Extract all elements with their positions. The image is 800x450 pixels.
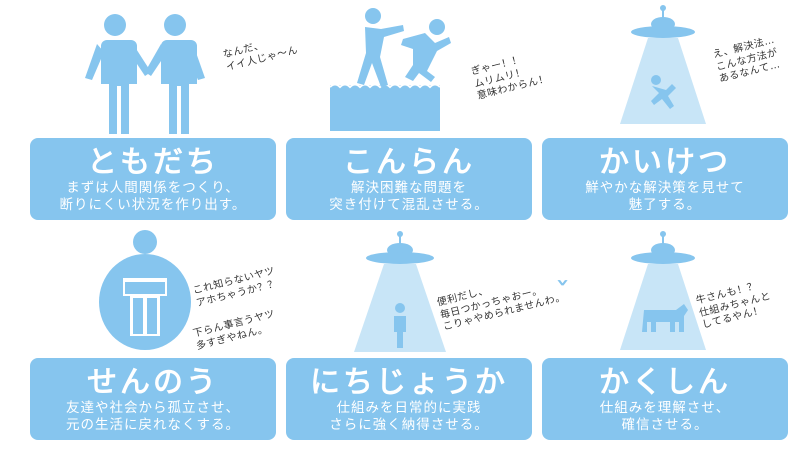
step-title: にちじょうか [310, 365, 508, 400]
ufo-cow-icon [620, 231, 706, 350]
speech-brainwash-2: 下らん事言うヤツ 多すぎやねん。 [192, 308, 277, 352]
step-routine: にちじょうか 仕組みを日常的に実践 さらに強く納得させる。 [286, 358, 532, 440]
speech-confusion: ぎゃー！！ ムリムリ！ 意味わからん！ [470, 54, 551, 102]
speech-routine: 便利だし、 毎日つかっちゃおー。 こりゃやめられませんわ。 [436, 284, 567, 333]
step-description: まずは人間関係をつくり、 断りにくい状況を作り出す。 [59, 180, 247, 213]
pushed-person-icon [329, 8, 451, 131]
step-conviction: かくしん 仕組みを理解させ、 確信させる。 [542, 358, 788, 440]
ufo-abduction-icon [620, 5, 706, 124]
chevron-right-icon: › [268, 163, 278, 188]
chevron-right-icon: › [524, 163, 534, 188]
step-title: こんらん [343, 145, 475, 180]
step-title: かくしん [599, 365, 731, 400]
step-solution: かいけつ 鮮やかな解決策を見せて 魅了する。 [542, 138, 788, 220]
step-confusion: こんらん 解決困難な問題を 突き付けて混乱させる。 [286, 138, 532, 220]
ufo-person-icon [354, 231, 446, 352]
step-description: 友達や社会から孤立させ、 元の生活に戻れなくする。 [66, 400, 240, 433]
step-description: 仕組みを理解させ、 確信させる。 [599, 400, 731, 433]
step-description: 鮮やかな解決策を見せて 魅了する。 [585, 180, 745, 213]
two-people-icon [85, 14, 205, 134]
speech-solution: え、解決法… こんな方法が あるなんて… [712, 34, 782, 85]
step-brainwash: せんのう 友達や社会から孤立させ、 元の生活に戻れなくする。 [30, 358, 276, 440]
chevron-down-icon: › [550, 277, 576, 288]
step-description: 仕組みを日常的に実践 さらに強く納得させる。 [329, 400, 489, 433]
chevron-left-icon: ‹ [269, 383, 279, 408]
person-in-chair-icon [99, 230, 191, 350]
step-title: かいけつ [599, 145, 731, 180]
speech-friends: なんだ、 イイ人じゃ〜ん [222, 39, 300, 73]
step-title: せんのう [87, 365, 219, 400]
speech-brainwash-1: これ知らないヤツ アホちゃうか？？ [192, 265, 280, 309]
step-description: 解決困難な問題を 突き付けて混乱させる。 [329, 180, 489, 213]
step-title: ともだち [87, 145, 219, 180]
chevron-left-icon: ‹ [525, 383, 535, 408]
step-friends: ともだち まずは人間関係をつくり、 断りにくい状況を作り出す。 [30, 138, 276, 220]
